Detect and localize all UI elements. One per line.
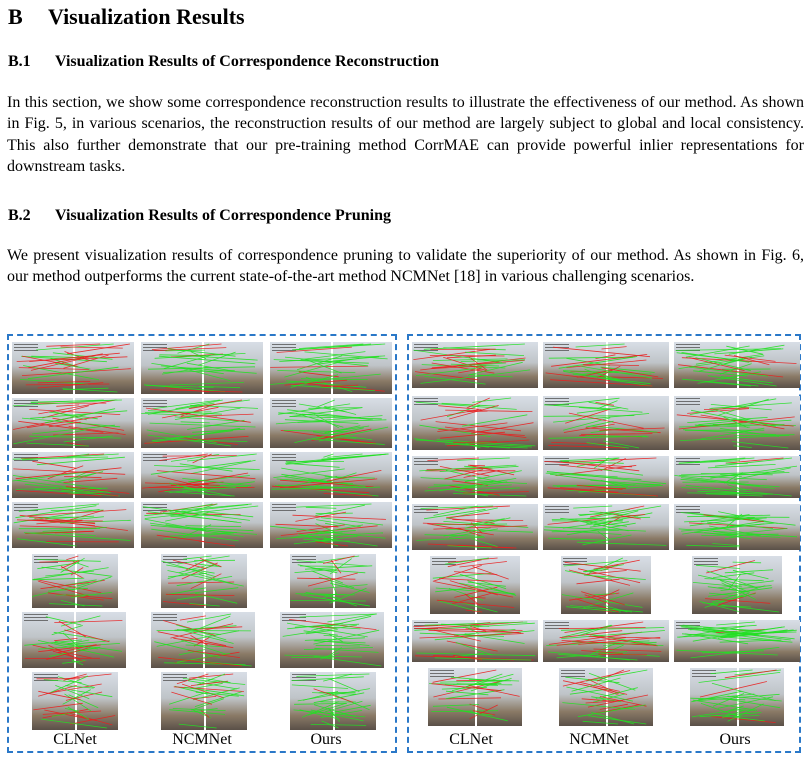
column-label-ncmnet-left: NCMNet (172, 731, 232, 748)
match-visualization (412, 342, 538, 388)
match-visualization (561, 556, 651, 614)
match-visualization (674, 620, 800, 662)
match-visualization (559, 668, 653, 726)
subsection-title: Visualization Results of Correspondence … (55, 207, 392, 224)
match-visualization (141, 452, 263, 498)
section-heading: B Visualization Results (8, 4, 245, 30)
match-visualization (543, 342, 669, 388)
subsection-number: B.2 (8, 207, 31, 224)
match-visualization (161, 672, 247, 730)
match-visualization (32, 672, 118, 730)
match-visualization (543, 396, 669, 450)
match-visualization (12, 452, 134, 498)
match-visualization (674, 504, 800, 550)
match-visualization (12, 502, 134, 548)
match-visualization (412, 504, 538, 550)
match-visualization (290, 672, 376, 730)
match-visualization (412, 456, 538, 498)
column-label-ours-right: Ours (719, 731, 751, 748)
match-visualization (412, 396, 538, 450)
match-visualization (12, 398, 134, 448)
match-visualization (151, 612, 255, 668)
match-visualization (674, 456, 800, 498)
match-visualization (32, 554, 118, 608)
column-label-ours-left: Ours (310, 731, 342, 748)
match-visualization (674, 396, 800, 450)
match-visualization (270, 452, 392, 498)
match-visualization (270, 398, 392, 448)
match-visualization (412, 620, 538, 662)
match-visualization (543, 456, 669, 498)
match-visualization (543, 620, 669, 662)
column-label-clnet-left: CLNet (53, 731, 97, 748)
subsection-title: Visualization Results of Correspondence … (55, 53, 439, 70)
figure-panel-left (7, 334, 397, 753)
match-visualization (141, 398, 263, 448)
match-visualization (270, 502, 392, 548)
match-visualization (690, 668, 784, 726)
subsection-heading-b2: B.2 Visualization Results of Corresponden… (8, 207, 391, 225)
match-visualization (692, 556, 782, 614)
column-label-clnet-right: CLNet (449, 731, 493, 748)
match-visualization (290, 554, 376, 608)
match-visualization (22, 612, 126, 668)
match-visualization (12, 342, 134, 394)
paragraph-pruning: We present visualization results of corr… (7, 247, 804, 286)
match-visualization (543, 504, 669, 550)
subsection-heading-b1: B.1 Visualization Results of Corresponden… (8, 53, 439, 71)
match-visualization (141, 342, 263, 394)
match-visualization (280, 612, 384, 668)
column-label-ncmnet-right: NCMNet (569, 731, 629, 748)
match-visualization (674, 342, 800, 388)
section-title: Visualization Results (48, 4, 245, 29)
subsection-number: B.1 (8, 53, 31, 70)
match-visualization (430, 556, 520, 614)
match-visualization (161, 554, 247, 608)
paragraph-reconstruction: In this section, we show some correspond… (7, 94, 804, 176)
figure-panel-right (407, 334, 801, 753)
section-number: B (8, 4, 23, 29)
match-visualization (141, 502, 263, 548)
match-visualization (270, 342, 392, 394)
match-visualization (428, 668, 522, 726)
